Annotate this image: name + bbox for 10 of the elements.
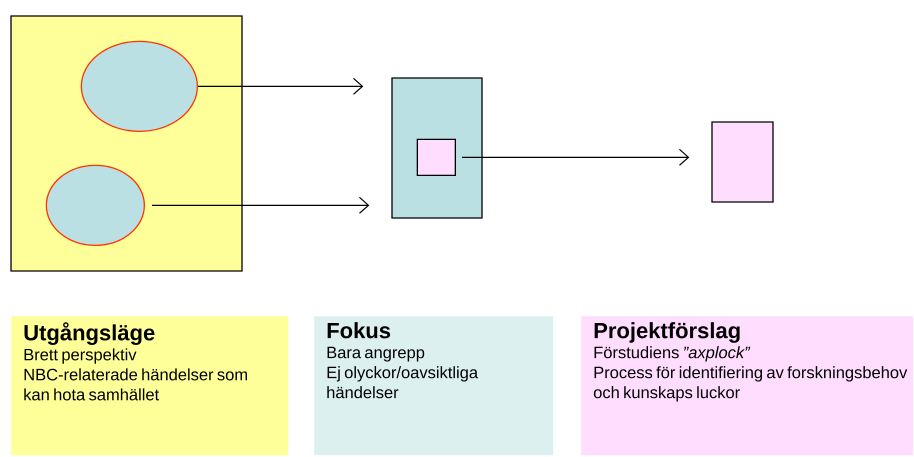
small-square: [416, 138, 456, 176]
rectangle: [711, 121, 774, 203]
arrow: [198, 78, 364, 95]
text-panel: Utgångsläge Brett perspektiv NBC-relaterade händelser som kan hota samhället: [11, 316, 288, 456]
arrow: [462, 148, 690, 166]
text-panel: Projektförslag Förstudiens ”axplock” Process för identifiering av forskningsbehov och kunskaps luckor: [581, 316, 914, 456]
arrow: [152, 196, 370, 214]
text-panel: Fokus Bara angrepp Ej olyckor/oavsiktliga händelser: [314, 316, 554, 456]
ellipse: [80, 40, 198, 132]
ellipse: [46, 164, 146, 246]
